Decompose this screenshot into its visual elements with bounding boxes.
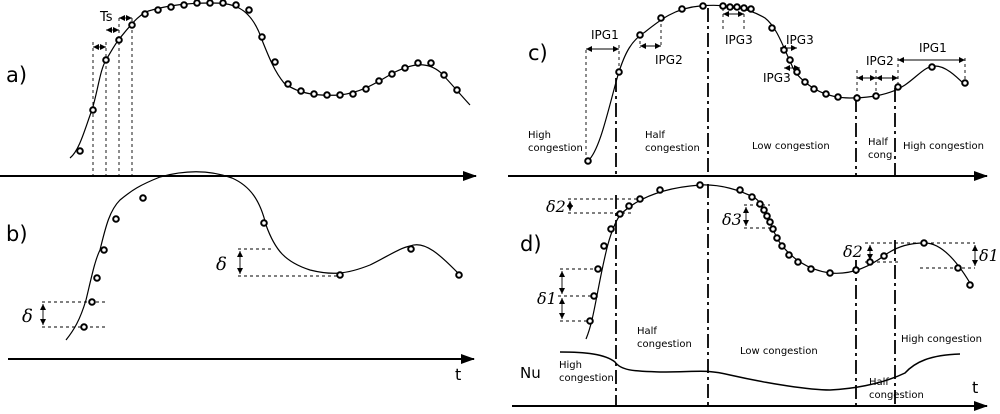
panel-c-sample-points (584, 2, 969, 165)
delta-label: δ1 (979, 246, 999, 265)
region-label: Half (637, 326, 657, 337)
panel-b-label: b) (6, 222, 28, 246)
region-label: High congestion (903, 141, 984, 152)
panel-d-sample-points (586, 181, 974, 325)
panel-c-region-dividers (615, 8, 896, 176)
panel-a-label: a) (6, 63, 27, 87)
region-label: High (559, 360, 582, 371)
panel-d-nu-curve (559, 351, 961, 391)
ipg-label: IPG3 (725, 33, 753, 47)
ipg-label: IPG1 (919, 41, 947, 55)
panel-b-delta-right-label: δ (216, 254, 227, 275)
ipg-label: IPG3 (763, 71, 791, 85)
region-label: congestion (528, 143, 583, 154)
panel-b-delta-left (40, 301, 108, 328)
panel-a-ts-label: Ts (99, 10, 113, 25)
region-label: congestion (637, 339, 692, 350)
ipg-label: IPG2 (866, 54, 894, 68)
region-label: congestion (869, 390, 924, 401)
ipg-label: IPG3 (786, 33, 814, 47)
region-label: Low congestion (752, 141, 830, 152)
region-label: High (528, 130, 551, 141)
region-label: congestion (645, 143, 700, 154)
region-label: Half (869, 377, 889, 388)
panel-a-interval-lines (92, 18, 133, 176)
panel-d-region-dividers (615, 184, 896, 406)
ipg-label: IPG2 (655, 53, 683, 67)
panel-a: a) Ts (0, 0, 477, 181)
region-label: Low congestion (740, 346, 818, 357)
panel-d-curve (585, 184, 971, 340)
panel-b: b) t δ δ (6, 171, 475, 384)
delta-label: δ2 (546, 197, 566, 216)
panel-d-t-label: t (972, 378, 978, 397)
panel-c: c) (508, 2, 988, 181)
region-label: High congestion (901, 334, 982, 345)
panel-d-delta-labels: δ2 δ3 δ1 δ2 δ1 (537, 197, 999, 308)
region-label: cong (868, 150, 892, 161)
panel-c-ipg-labels: IPG1 IPG2 IPG3 IPG3 IPG3 IPG2 IPG1 (591, 28, 947, 85)
panel-c-curve (587, 4, 966, 162)
panel-d-label: d) (520, 232, 542, 256)
panel-b-curve (65, 171, 461, 341)
panel-c-region-labels: High congestion Half congestion Low cong… (528, 130, 984, 161)
delta-label: δ3 (722, 210, 742, 229)
panel-c-ipg-arrows (586, 11, 965, 81)
panel-a-sample-points (76, 0, 461, 155)
delta-label: δ1 (537, 289, 557, 308)
delta-label: δ2 (843, 242, 863, 261)
panel-b-t-label: t (455, 365, 461, 384)
panel-b-delta-right (237, 248, 340, 277)
panel-c-label: c) (528, 41, 548, 65)
region-label: Half (868, 137, 888, 148)
panel-d-region-labels: High congestion Half congestion Low cong… (559, 326, 982, 401)
ipg-label: IPG1 (591, 28, 619, 42)
panel-d-nu-label: Nu (520, 364, 541, 382)
region-label: congestion (559, 373, 614, 384)
panel-b-delta-left-label: δ (22, 306, 33, 327)
region-label: Half (645, 130, 665, 141)
panel-d: d) t Nu (512, 181, 999, 411)
panel-b-sample-points (80, 194, 463, 331)
